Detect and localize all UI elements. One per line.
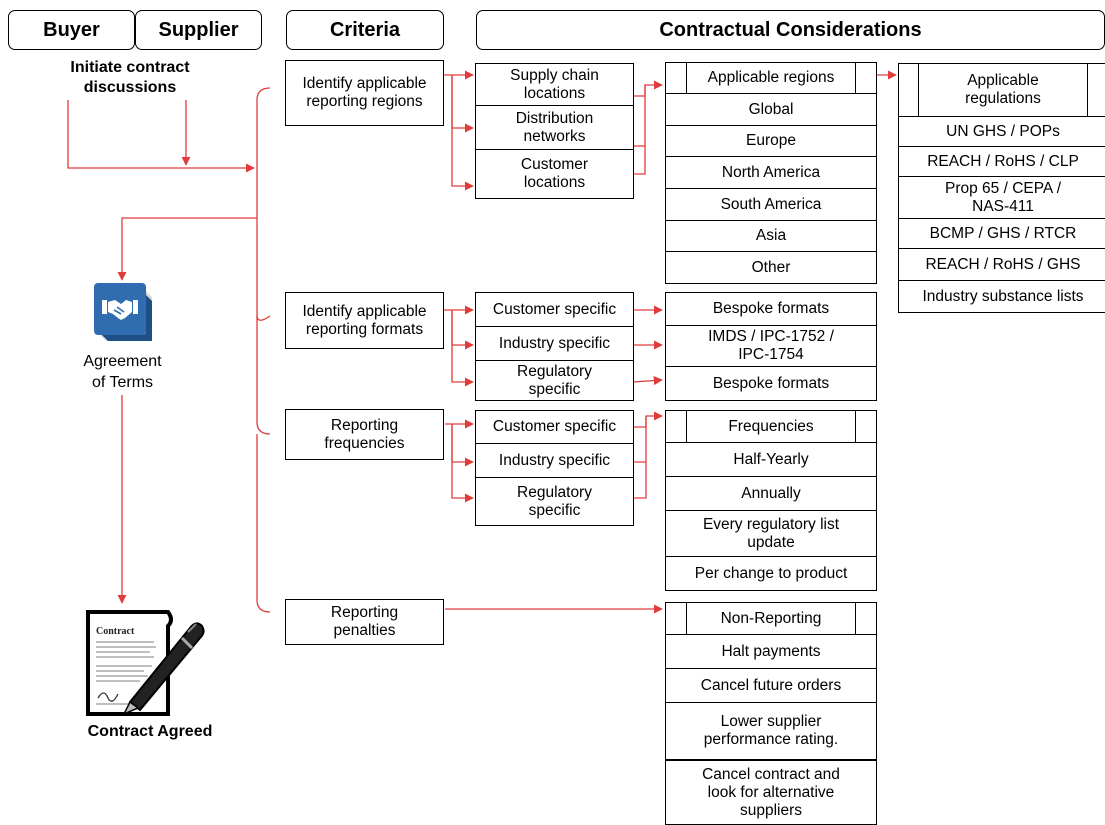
handshake-icon [94, 283, 152, 341]
header-supplier: Supplier [135, 10, 262, 50]
header-contractual-considerations: Contractual Considerations [476, 10, 1105, 50]
frequency-row: Every regulatory list update [665, 511, 877, 557]
regulation-row: UN GHS / POPs [898, 117, 1105, 147]
formats-industry-specific: Industry specific [475, 326, 634, 361]
criteria-reporting-regions: Identify applicable reporting regions [285, 60, 444, 126]
criteria-reporting-formats: Identify applicable reporting formats [285, 292, 444, 349]
penalty-row: Halt payments [665, 635, 877, 669]
region-row: Europe [665, 126, 877, 157]
sub-distribution-networks: Distribution networks [475, 105, 634, 150]
freq-regulatory-specific: Regulatory specific [475, 477, 634, 526]
penalty-row: Lower supplier performance rating. [665, 703, 877, 760]
sub-customer-locations: Customer locations [475, 149, 634, 199]
regulation-row: REACH / RoHS / CLP [898, 147, 1105, 177]
contract-pen-icon: Contract [84, 604, 206, 718]
sub-supply-chain-locations: Supply chain locations [475, 63, 634, 106]
region-row: Global [665, 94, 877, 126]
format-option: Bespoke formats [665, 367, 877, 401]
header-buyer: Buyer [8, 10, 135, 50]
regulations-table-title: Applicable regulations [918, 64, 1088, 116]
criteria-reporting-frequencies: Reporting frequencies [285, 409, 444, 460]
header-criteria: Criteria [286, 10, 444, 50]
region-row: Other [665, 252, 877, 284]
criteria-reporting-penalties: Reporting penalties [285, 599, 444, 645]
penalty-row: Cancel contract and look for alternative… [665, 760, 877, 825]
regions-table-title: Applicable regions [686, 63, 856, 93]
frequency-row: Per change to product [665, 557, 877, 591]
contract-agreed-label: Contract Agreed [87, 723, 213, 740]
format-option: Bespoke formats [665, 292, 877, 326]
penalty-row: Cancel future orders [665, 669, 877, 703]
regulations-table-header: Applicable regulations [898, 63, 1105, 117]
freq-customer-specific: Customer specific [475, 410, 634, 444]
region-row: Asia [665, 221, 877, 252]
frequencies-table-title: Frequencies [686, 411, 856, 442]
formats-regulatory-specific: Regulatory specific [475, 360, 634, 401]
initiate-contract-label: Initiate contract discussions [70, 59, 190, 96]
regulation-row: REACH / RoHS / GHS [898, 249, 1105, 281]
frequency-row: Annually [665, 477, 877, 511]
formats-customer-specific: Customer specific [475, 292, 634, 327]
region-row: South America [665, 189, 877, 221]
frequencies-table-header: Frequencies [665, 410, 877, 443]
agreement-of-terms-label: Agreement of Terms [83, 353, 162, 391]
region-row: North America [665, 157, 877, 189]
contract-doc-title: Contract [96, 626, 135, 637]
freq-industry-specific: Industry specific [475, 443, 634, 478]
regions-table-header: Applicable regions [665, 62, 877, 94]
regulation-row: BCMP / GHS / RTCR [898, 219, 1105, 249]
frequency-row: Half-Yearly [665, 443, 877, 477]
penalties-table-title: Non-Reporting [686, 603, 856, 634]
format-option: IMDS / IPC-1752 / IPC-1754 [665, 326, 877, 367]
penalties-table-header: Non-Reporting [665, 602, 877, 635]
regulation-row: Industry substance lists [898, 281, 1105, 313]
regulation-row: Prop 65 / CEPA / NAS-411 [898, 177, 1105, 219]
